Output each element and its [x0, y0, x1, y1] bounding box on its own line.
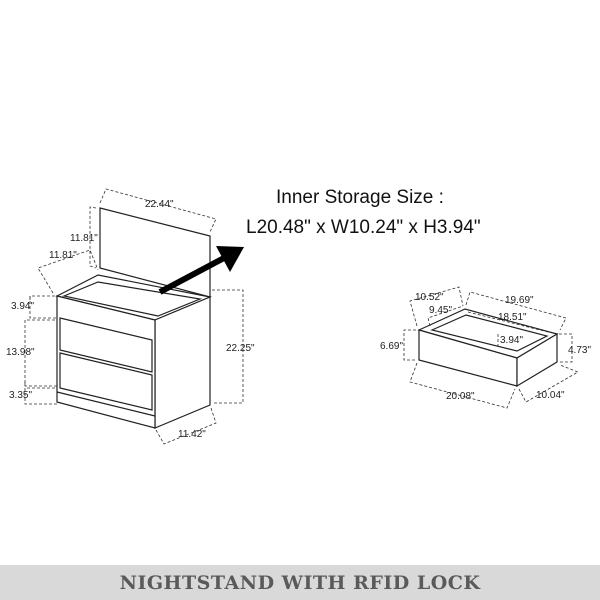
- pointer-arrow: [158, 246, 244, 295]
- drawer-side: [516, 332, 558, 388]
- drawer-dimension-lines: [403, 286, 579, 409]
- dim-drawer-outer-depth: 10.52": [415, 292, 444, 303]
- dim-drawer-inner-height: 3.94": [500, 335, 523, 346]
- dim-drawer-inner-depth: 9.45": [429, 305, 452, 316]
- dim-drawer-side-height: 4.73": [568, 345, 591, 356]
- drawer-inner-opening: [430, 314, 549, 352]
- dim-top-gap: 3.94": [11, 301, 34, 312]
- dim-back-height: 11.81": [70, 233, 98, 244]
- dim-top-width: 22.44": [145, 199, 174, 210]
- nightstand-right-side: [154, 296, 211, 429]
- dim-drawer-inner-width: 18.51": [498, 312, 527, 323]
- dim-total-height: 22.25": [226, 343, 255, 354]
- nightstand-drawing: [55, 207, 213, 429]
- dim-drawer-outer-width: 19.69": [505, 295, 534, 306]
- nightstand-dimension-ticks: [24, 296, 31, 386]
- nightstand-dimension-lines: [24, 188, 244, 445]
- inner-storage-title: Inner Storage Size :: [276, 187, 444, 208]
- product-title: NIGHTSTAND WITH RFID LOCK: [119, 571, 481, 594]
- dim-drawer-height: 13.98": [6, 347, 35, 358]
- nightstand-open-compartment: [61, 281, 203, 317]
- dim-bottom-depth: 11.42": [178, 429, 206, 440]
- dim-base-height: 3.35": [9, 390, 32, 401]
- nightstand-drawer-bottom: [59, 352, 153, 411]
- drawer-drawing: [417, 308, 559, 388]
- nightstand-base-line: [56, 391, 156, 417]
- dim-side-depth: 11.81": [49, 250, 77, 261]
- product-title-banner: NIGHTSTAND WITH RFID LOCK: [0, 565, 600, 600]
- dim-drawer-front-width: 20.08": [446, 391, 475, 402]
- dim-drawer-side-depth: 10.04": [536, 390, 565, 401]
- nightstand-front: [56, 295, 156, 429]
- inner-storage-dimensions: L20.48" x W10.24" x H3.94": [246, 217, 481, 238]
- dim-drawer-front-height: 6.69": [380, 341, 403, 352]
- nightstand-drawer-top: [59, 317, 153, 373]
